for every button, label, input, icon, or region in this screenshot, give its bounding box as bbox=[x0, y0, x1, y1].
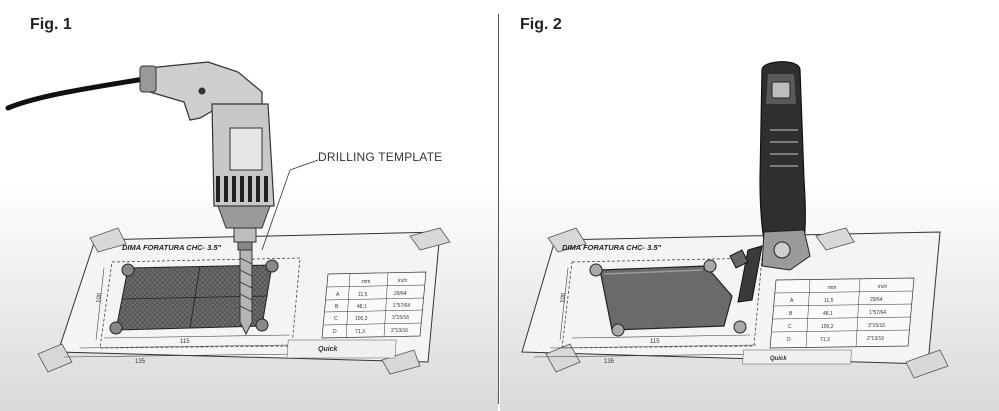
drilling-template-sheet: 100 115 135 DIMA FORATURA CHC- 3.5" mm i… bbox=[521, 227, 949, 379]
tape-top-right bbox=[409, 227, 451, 251]
table-cell: 100,2 bbox=[821, 324, 834, 330]
figure-divider bbox=[498, 14, 499, 404]
table-cell: 71,3 bbox=[820, 337, 830, 343]
figure-2-label: Fig. 2 bbox=[520, 16, 562, 33]
template-title: DIMA FORATURA CHC- 3.5" bbox=[122, 243, 222, 252]
table-header-inch: inch bbox=[878, 284, 887, 290]
hole-bottom-left bbox=[109, 321, 123, 335]
table-header-mm: mm bbox=[362, 279, 370, 285]
tape-bottom-right bbox=[905, 349, 949, 379]
figure-1-illustration: 100 115 135 DIMA FORATURA CHC- 3.5" mm i… bbox=[0, 61, 498, 411]
tape-top-middle bbox=[815, 227, 855, 251]
dim-label-left: 100 bbox=[96, 292, 103, 303]
table-cell: 3"15/16 bbox=[868, 323, 885, 329]
drill-icon bbox=[5, 61, 275, 336]
table-cell: B bbox=[335, 304, 339, 310]
figure-1-panel: 100 115 135 DIMA FORATURA CHC- 3.5" mm i… bbox=[0, 0, 498, 411]
tape-bottom-left bbox=[37, 343, 73, 373]
dim-label-left: 100 bbox=[560, 292, 567, 303]
figure-1-label: Fig. 1 bbox=[30, 16, 72, 33]
figure-2-illustration: 100 115 135 DIMA FORATURA CHC- 3.5" mm i… bbox=[500, 61, 999, 411]
table-cell: 11,5 bbox=[358, 292, 368, 298]
table-cell: D bbox=[787, 337, 791, 343]
table-header-inch: inch bbox=[398, 278, 407, 284]
hole-bottom-right bbox=[733, 320, 747, 334]
hole-bottom-right bbox=[255, 318, 269, 332]
hole-top-right bbox=[703, 259, 717, 273]
table-cell: A bbox=[336, 292, 340, 298]
hole-top-right bbox=[265, 259, 279, 273]
table-cell: A bbox=[790, 298, 794, 304]
template-title: DIMA FORATURA CHC- 3.5" bbox=[562, 243, 662, 252]
dimension-table: mm inch A 11,5 29/64 B 48,1 1"57/64 C 10… bbox=[769, 277, 915, 349]
table-cell: 71,3 bbox=[355, 329, 365, 335]
brand-logo: Quick bbox=[770, 356, 787, 362]
table-cell: 2"13/16 bbox=[867, 336, 884, 342]
table-cell: 1"57/64 bbox=[393, 303, 410, 309]
table-cell: 100,2 bbox=[355, 316, 368, 322]
footer-block bbox=[286, 339, 397, 359]
figure-2-panel: 100 115 135 DIMA FORATURA CHC- 3.5" mm i… bbox=[500, 0, 999, 411]
tape-top-left bbox=[547, 227, 587, 253]
hole-top-left bbox=[589, 263, 603, 277]
table-cell: D bbox=[333, 329, 337, 335]
table-cell: 48,1 bbox=[357, 304, 367, 310]
dim-label-115: 115 bbox=[650, 339, 660, 345]
dim-label-135: 135 bbox=[135, 359, 146, 365]
hole-top-left bbox=[121, 263, 135, 277]
tape-top-left bbox=[89, 227, 127, 253]
cutout-plate bbox=[599, 265, 733, 331]
table-cell: 1"57/64 bbox=[869, 310, 886, 316]
table-cell: 11,5 bbox=[824, 298, 834, 304]
table-cell: B bbox=[789, 311, 793, 317]
table-cell: 48,1 bbox=[823, 311, 833, 317]
multitool-icon bbox=[729, 61, 811, 303]
dim-label-135: 135 bbox=[604, 359, 615, 365]
table-cell: 29/64 bbox=[870, 297, 883, 303]
brand-logo: Quick bbox=[318, 346, 339, 353]
table-cell: C bbox=[788, 324, 792, 330]
dimension-table: mm inch A 11,5 29/64 B 48,1 1"57/64 C 10… bbox=[321, 271, 427, 339]
table-cell: 29/64 bbox=[394, 291, 407, 297]
drilling-template-callout: DRILLING TEMPLATE bbox=[318, 150, 443, 164]
table-header-mm: mm bbox=[828, 285, 836, 291]
tape-bottom-right bbox=[381, 349, 421, 375]
hole-bottom-left bbox=[611, 323, 625, 337]
dim-label-115: 115 bbox=[180, 339, 190, 345]
table-cell: 2"13/16 bbox=[391, 328, 408, 334]
footer-block bbox=[742, 349, 852, 365]
table-cell: C bbox=[334, 316, 338, 322]
table-cell: 3"15/16 bbox=[392, 315, 409, 321]
